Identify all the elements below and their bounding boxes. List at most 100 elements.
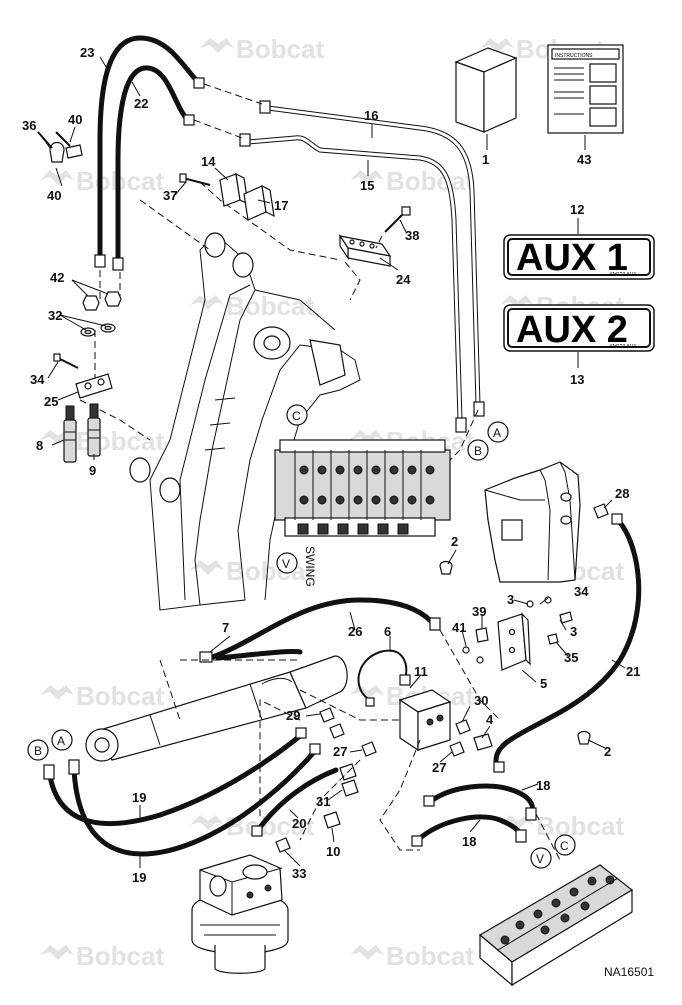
callout-20: 20 bbox=[292, 816, 306, 831]
callout-leaders bbox=[39, 56, 626, 868]
aux1-part-number: 6M123 AUX bbox=[610, 272, 637, 278]
hardware-small bbox=[439, 560, 591, 745]
clamp-14 bbox=[219, 172, 249, 207]
bolt-37 bbox=[179, 173, 211, 186]
diagram-id: NA16501 bbox=[604, 965, 654, 979]
clamp-17 bbox=[243, 184, 275, 221]
callout-11: 11 bbox=[414, 664, 428, 679]
connector-v-lower: V bbox=[530, 847, 552, 869]
callout-2: 2 bbox=[451, 534, 458, 549]
callout-19: 19 bbox=[132, 870, 146, 885]
callout-35: 35 bbox=[564, 650, 578, 665]
callout-37: 37 bbox=[163, 188, 177, 203]
callout-34: 34 bbox=[574, 584, 589, 599]
watermark-text: Bobcat bbox=[386, 941, 474, 971]
hose-7 bbox=[215, 649, 303, 661]
callout-31: 31 bbox=[316, 794, 330, 809]
callout-4: 4 bbox=[486, 712, 494, 727]
watermark-logo: Bobcat bbox=[40, 426, 164, 456]
callout-16: 16 bbox=[364, 108, 378, 123]
connector-a-label: A bbox=[493, 426, 501, 440]
callout-6: 6 bbox=[384, 624, 391, 639]
coupler-8 bbox=[63, 405, 77, 463]
callout-7: 7 bbox=[222, 620, 229, 635]
callout-21: 21 bbox=[626, 664, 640, 679]
hose-21 bbox=[493, 513, 642, 773]
callout-26: 26 bbox=[348, 624, 362, 639]
mount-plate-5 bbox=[497, 612, 531, 671]
callout-32: 32 bbox=[48, 308, 62, 323]
callout-39: 39 bbox=[472, 604, 486, 619]
instructions-title: INSTRUCTIONS bbox=[555, 53, 593, 59]
bolt-38 bbox=[375, 206, 411, 249]
aux2-part-number: 6M123 AUX bbox=[610, 344, 637, 350]
callout-30: 30 bbox=[474, 693, 488, 708]
watermark-text: Bobcat bbox=[536, 811, 624, 841]
hoses-19 bbox=[43, 727, 321, 857]
connector-c-label: C bbox=[292, 409, 301, 423]
callout-9: 9 bbox=[89, 463, 96, 478]
callout-10: 10 bbox=[326, 844, 340, 859]
callout-27: 27 bbox=[432, 760, 446, 775]
callout-14: 14 bbox=[201, 154, 216, 169]
callout-8: 8 bbox=[36, 438, 43, 453]
swing-mount-casting bbox=[484, 461, 581, 583]
nuts-42 bbox=[82, 291, 122, 311]
connector-c-label: C bbox=[560, 839, 569, 853]
aux2-label: AUX 2 bbox=[516, 309, 628, 351]
callout-42: 42 bbox=[50, 270, 64, 285]
watermark-text: Bobcat bbox=[236, 34, 324, 64]
watermark-logo: Bobcat bbox=[350, 166, 474, 196]
instructions-manual: INSTRUCTIONS bbox=[547, 44, 624, 134]
callout-33: 33 bbox=[292, 866, 306, 881]
clip-40 bbox=[37, 131, 83, 163]
connector-v-upper: V bbox=[276, 552, 298, 574]
coupler-9 bbox=[87, 403, 101, 457]
watermark-logo: Bobcat bbox=[190, 291, 314, 321]
connector-b-upper: B bbox=[467, 439, 489, 461]
callout-40: 40 bbox=[68, 112, 82, 127]
hose-22-23 bbox=[94, 35, 205, 271]
parts-box bbox=[454, 47, 518, 133]
watermark-logo: Bobcat bbox=[40, 681, 164, 711]
hoses-18 bbox=[411, 783, 537, 847]
connector-a-lower: A bbox=[51, 729, 73, 751]
callout-41: 41 bbox=[452, 620, 466, 635]
callout-18: 18 bbox=[462, 834, 476, 849]
watermark-logo: Bobcat bbox=[40, 941, 164, 971]
swing-motor bbox=[191, 854, 289, 974]
watermark-logo: Bobcat bbox=[200, 34, 324, 64]
callout-22: 22 bbox=[134, 96, 148, 111]
watermark-text: Bobcat bbox=[76, 941, 164, 971]
callout-34: 34 bbox=[30, 372, 45, 387]
callout-5: 5 bbox=[540, 676, 547, 691]
aux2-decal: AUX 2 6M123 AUX bbox=[503, 304, 655, 352]
watermark-text: Bobcat bbox=[76, 681, 164, 711]
connector-b-label: B bbox=[34, 744, 42, 758]
callout-19: 19 bbox=[132, 790, 146, 805]
hose-20 bbox=[251, 767, 339, 837]
valve-swing-label: SWING bbox=[303, 546, 317, 587]
clamp-block-24 bbox=[338, 234, 392, 267]
callout-29: 29 bbox=[286, 708, 300, 723]
bolt-34 bbox=[53, 353, 79, 369]
aux1-label: AUX 1 bbox=[516, 237, 628, 279]
callout-38: 38 bbox=[405, 228, 419, 243]
control-valve-top: SWING bbox=[274, 439, 451, 587]
hose-26 bbox=[199, 597, 441, 663]
callout-40: 40 bbox=[47, 188, 61, 203]
watermark-logo: Bobcat bbox=[500, 811, 624, 841]
washers-32 bbox=[80, 323, 116, 337]
connector-a-upper: A bbox=[487, 421, 509, 443]
control-valve-bottom bbox=[478, 864, 634, 987]
callout-15: 15 bbox=[360, 178, 374, 193]
callout-3: 3 bbox=[507, 592, 514, 607]
connector-c-lower: C bbox=[554, 834, 576, 856]
connector-a-label: A bbox=[57, 734, 65, 748]
callout-28: 28 bbox=[615, 486, 629, 501]
connector-v-label: V bbox=[282, 557, 290, 571]
connector-v-label: V bbox=[536, 852, 544, 866]
tubes-15-16 bbox=[239, 100, 485, 433]
